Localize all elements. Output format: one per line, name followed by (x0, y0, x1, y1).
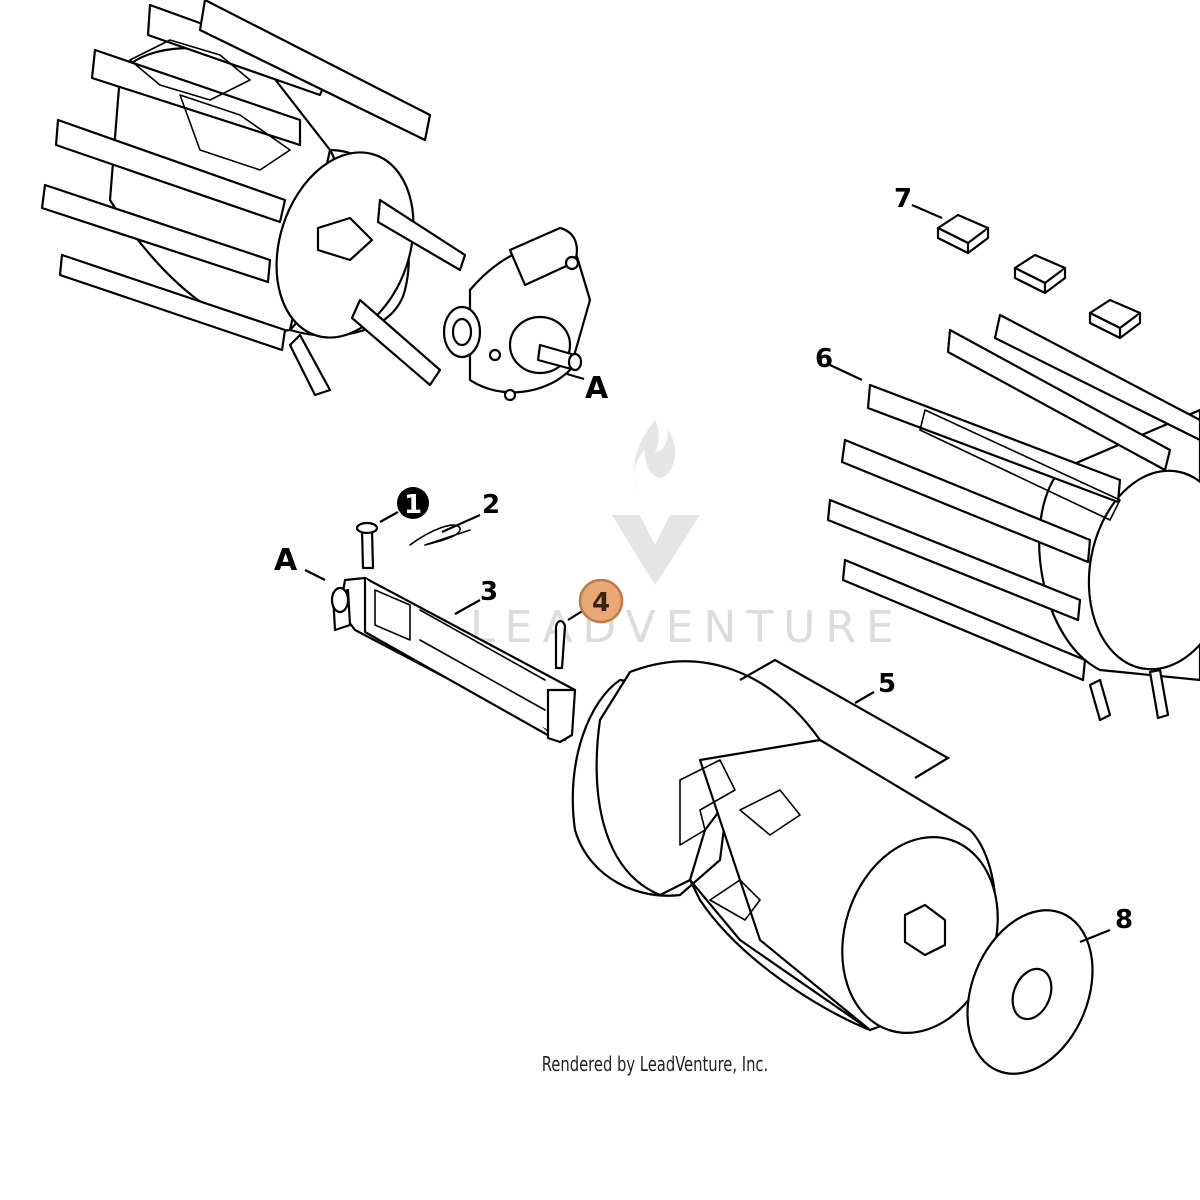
callout-7[interactable]: 7 (894, 184, 912, 214)
ref-mark-a-lower: A (274, 543, 298, 578)
callout-4-badge (578, 578, 624, 624)
item-2-hairpin-clip (409, 524, 471, 546)
item-7-clips (936, 213, 1142, 340)
callout-8[interactable]: 8 (1115, 905, 1133, 935)
shaft-assembly (330, 576, 577, 744)
callout-1-badge (397, 487, 429, 519)
callout-4[interactable]: 4 (592, 588, 610, 618)
right-tine-rotor (826, 313, 1200, 722)
leadventure-watermark: LEADVENTURE (470, 420, 904, 653)
callout-2[interactable]: 2 (482, 490, 500, 520)
callout-6[interactable]: 6 (815, 344, 833, 374)
ref-a-upper-leader (566, 372, 585, 381)
gearbox (442, 226, 592, 402)
ref-mark-a-upper: A (585, 371, 609, 406)
callout-3[interactable]: 3 (480, 577, 498, 607)
upper-tine-rotor (40, 0, 467, 397)
item-8-washer (966, 909, 1094, 1075)
callout-5[interactable]: 5 (878, 669, 896, 699)
render-credit: Rendered by LeadVenture, Inc. (541, 1052, 769, 1076)
tine-shield (571, 660, 999, 1034)
callout-1[interactable]: 1 (404, 490, 422, 520)
item-4-cotter-pin (554, 620, 567, 670)
item-5-bracket (739, 658, 951, 779)
item-1-clevis-pin (355, 521, 379, 570)
watermark-text: LEADVENTURE (470, 602, 904, 653)
